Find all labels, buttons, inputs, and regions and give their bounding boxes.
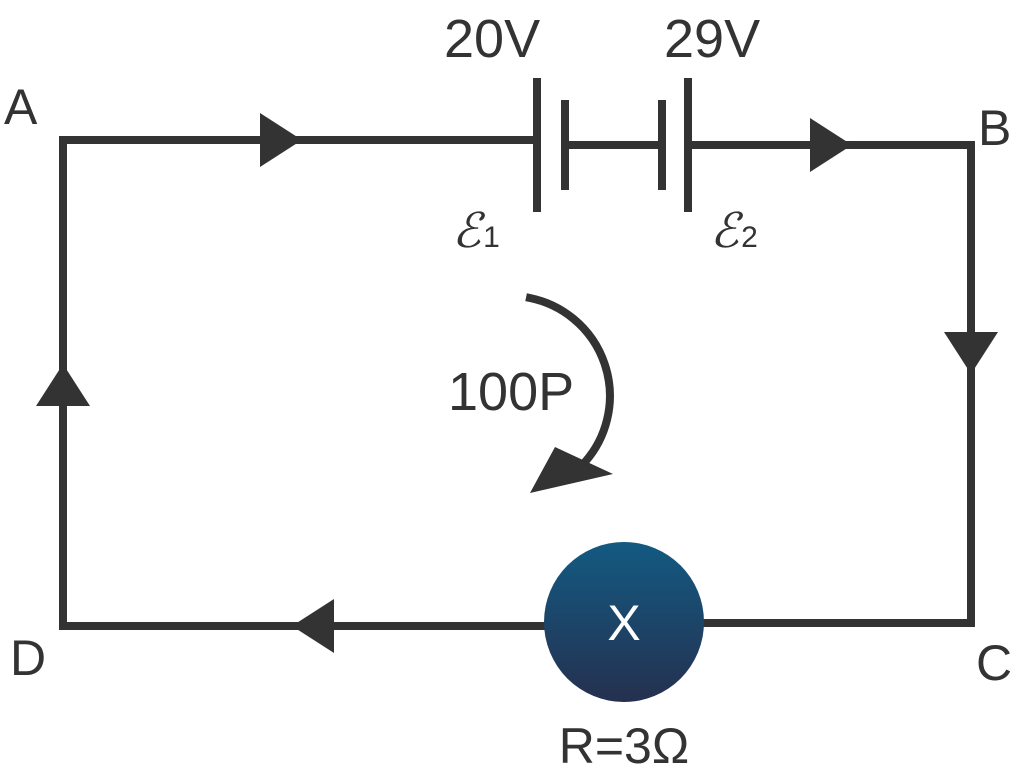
clockwise-arrow-icon <box>525 293 614 493</box>
emf-1-label: ℰ1 <box>452 203 500 259</box>
loop-arrowhead <box>530 447 613 493</box>
arrow-right-icon <box>810 118 852 172</box>
arrow-left-icon <box>292 599 334 653</box>
node-label-c: C <box>976 635 1012 691</box>
battery-2-voltage-label: 29V <box>664 9 760 69</box>
arrow-right-icon <box>260 113 302 167</box>
arrow-up-icon <box>36 364 90 406</box>
resistor-label: R=3Ω <box>559 718 690 774</box>
node-label-b: B <box>978 100 1011 156</box>
battery-1 <box>533 78 569 212</box>
node-label-a: A <box>4 79 38 135</box>
loop-label: 100P <box>448 362 574 422</box>
battery-2 <box>658 78 692 212</box>
resistor-symbol: X <box>607 595 640 651</box>
node-label-d: D <box>10 630 46 686</box>
battery-1-voltage-label: 20V <box>444 9 540 69</box>
emf-2-label: ℰ2 <box>710 203 758 259</box>
loop-arc <box>525 293 614 468</box>
resistor-bulb <box>544 542 704 702</box>
arrow-down-icon <box>944 332 998 374</box>
